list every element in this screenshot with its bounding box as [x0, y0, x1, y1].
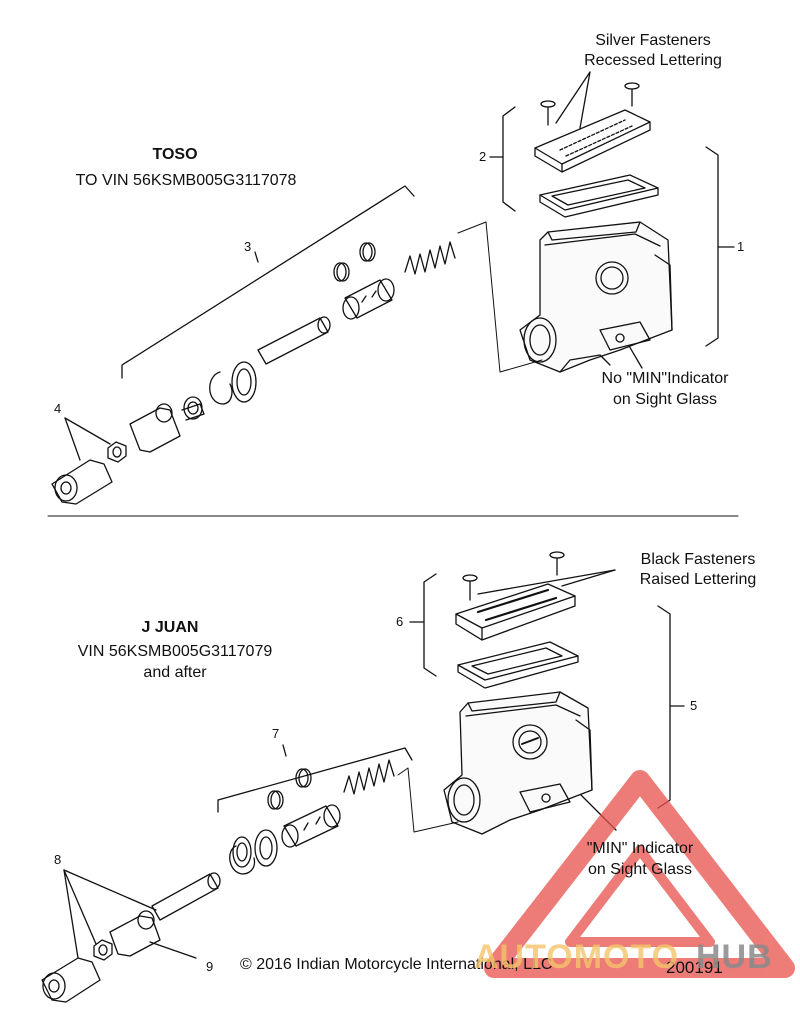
diaphragm-top [539, 174, 659, 218]
callout-7: 7 [272, 726, 280, 741]
callout-8: 8 [54, 852, 62, 867]
master-cylinder-body-bottom [443, 691, 593, 835]
bracket-5 [657, 605, 671, 809]
bottom-vin: VIN 56KSMB005G3117079 [77, 643, 273, 660]
reservoir-cap-bottom [455, 583, 576, 641]
bracket-3 [121, 185, 415, 379]
bracket-7 [217, 747, 413, 813]
spring-bottom [343, 759, 395, 795]
watermark-text-hub: HUB [696, 938, 773, 976]
spring-top [404, 241, 456, 275]
piston-bottom [281, 804, 341, 848]
bracket-1 [705, 146, 719, 347]
clevis-bottom [41, 957, 101, 1003]
bottom-indicator-note-line2: on Sight Glass [587, 861, 693, 878]
pushrod-bottom [151, 872, 221, 921]
washer-top [231, 361, 257, 403]
seal-top-1 [333, 262, 350, 282]
screw-black-1 [462, 574, 478, 601]
top-vin: TO VIN 56KSMB005G3117078 [75, 172, 297, 189]
snap-ring-bottom [232, 836, 252, 868]
diaphragm-bottom [457, 641, 579, 689]
bottom-fastener-note-line2: Raised Lettering [639, 571, 757, 588]
figure-number: 200191 [666, 958, 723, 977]
bottom-fastener-note-line1: Black Fasteners [640, 551, 756, 568]
seal-top-2 [359, 242, 376, 262]
callout-2: 2 [479, 149, 487, 164]
bracket-6 [423, 573, 437, 677]
top-fastener-note-line1: Silver Fasteners [595, 32, 711, 49]
bottom-vin-after: and after [143, 664, 207, 681]
watermark-text-automoto: AUTOMOTO [474, 938, 680, 976]
dust-cover-top [129, 403, 181, 453]
seal-bottom-1 [267, 790, 284, 810]
clevis-top [51, 459, 113, 505]
callout-3: 3 [244, 239, 252, 254]
callout-1: 1 [737, 239, 745, 254]
seal-bottom-2 [295, 768, 312, 788]
callout-5: 5 [690, 698, 698, 713]
top-fastener-note-line2: Recessed Lettering [584, 52, 722, 69]
nut-bottom [93, 939, 113, 961]
screw-black-2 [549, 551, 565, 576]
top-indicator-note-line2: on Sight Glass [612, 391, 718, 408]
master-cylinder-body-top [519, 221, 673, 373]
top-indicator-note-line1: No "MIN"Indicator [601, 370, 729, 387]
callout-9: 9 [206, 959, 214, 974]
clip-bottom [229, 845, 256, 875]
copyright: © 2016 Indian Motorcycle International, … [240, 956, 553, 973]
washer-bottom [254, 829, 278, 867]
boot-bottom [109, 910, 161, 957]
bottom-title: J JUAN [141, 619, 199, 636]
top-title: TOSO [152, 146, 198, 163]
pushrod-top [257, 316, 331, 365]
piston-top [342, 278, 395, 320]
screw-silver-1 [540, 100, 556, 126]
reservoir-cap-top [534, 109, 651, 173]
bracket-2 [502, 106, 516, 212]
watermark-logo-icon [484, 770, 795, 978]
callout-4: 4 [54, 401, 62, 416]
boot-top [181, 396, 205, 421]
screw-silver-2 [624, 82, 640, 107]
snap-ring-top [209, 371, 233, 405]
bottom-indicator-note-line1: "MIN" Indicator [586, 840, 694, 857]
callout-6: 6 [396, 614, 404, 629]
nut-top [107, 441, 127, 463]
